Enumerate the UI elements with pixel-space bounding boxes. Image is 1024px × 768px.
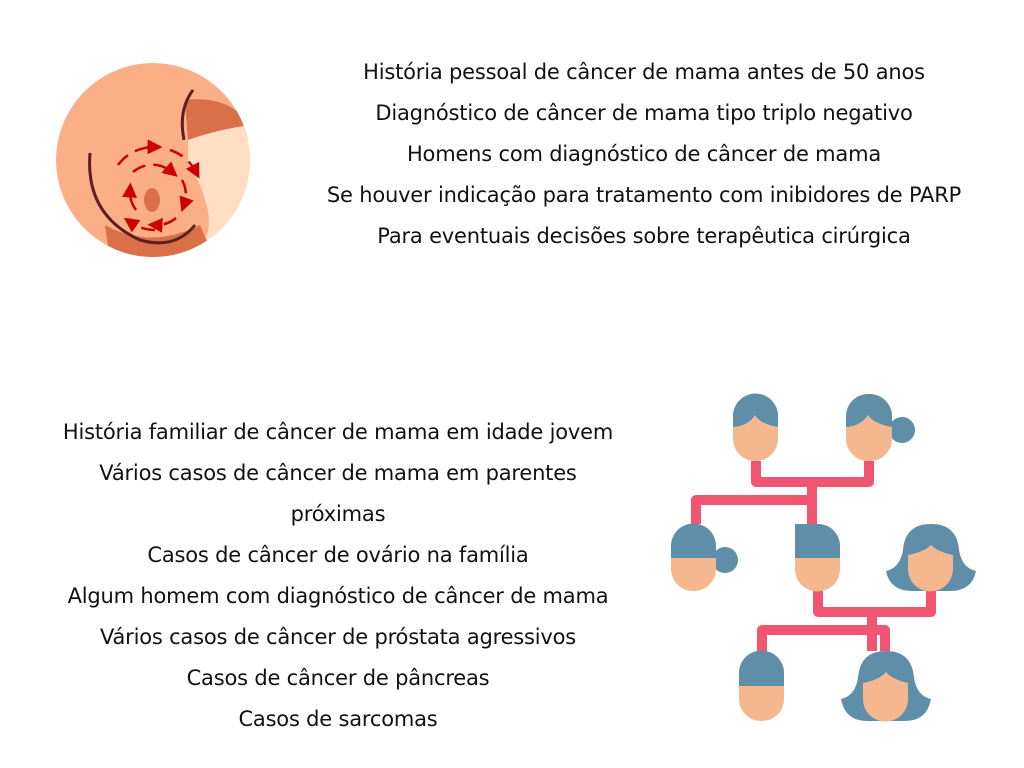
- person-head: [671, 523, 738, 591]
- criteria-line: Para eventuais decisões sobre terapêutic…: [377, 224, 911, 248]
- criteria-line: Vários casos de câncer de mama em parent…: [99, 461, 577, 485]
- criteria-line: Se houver indicação para tratamento com …: [326, 183, 962, 207]
- breast-self-exam-icon: [56, 63, 250, 257]
- person-head: [733, 393, 778, 461]
- person-head: [739, 650, 784, 721]
- criteria-line: Casos de sarcomas: [238, 707, 438, 731]
- criteria-line: Homens com diagnóstico de câncer de mama: [406, 142, 882, 166]
- person-head: [886, 524, 976, 592]
- family-criteria-list: História familiar de câncer de mama em i…: [8, 412, 668, 740]
- criteria-line: Algum homem com diagnóstico de câncer de…: [67, 584, 609, 608]
- criteria-line: História familiar de câncer de mama em i…: [62, 420, 614, 444]
- criteria-line: Diagnóstico de câncer de mama tipo tripl…: [375, 101, 913, 125]
- personal-criteria-list: História pessoal de câncer de mama antes…: [262, 52, 1024, 257]
- criteria-line: Vários casos de câncer de próstata agres…: [99, 625, 577, 649]
- criteria-line: Casos de câncer de pâncreas: [186, 666, 490, 690]
- criteria-line: próximas: [290, 502, 386, 526]
- person-head: [795, 524, 841, 592]
- person-head: [846, 394, 915, 461]
- person-head: [841, 651, 931, 722]
- family-tree-icon: [671, 393, 976, 722]
- criteria-line: História pessoal de câncer de mama antes…: [363, 60, 925, 84]
- criteria-line: Casos de câncer de ovário na família: [147, 543, 529, 567]
